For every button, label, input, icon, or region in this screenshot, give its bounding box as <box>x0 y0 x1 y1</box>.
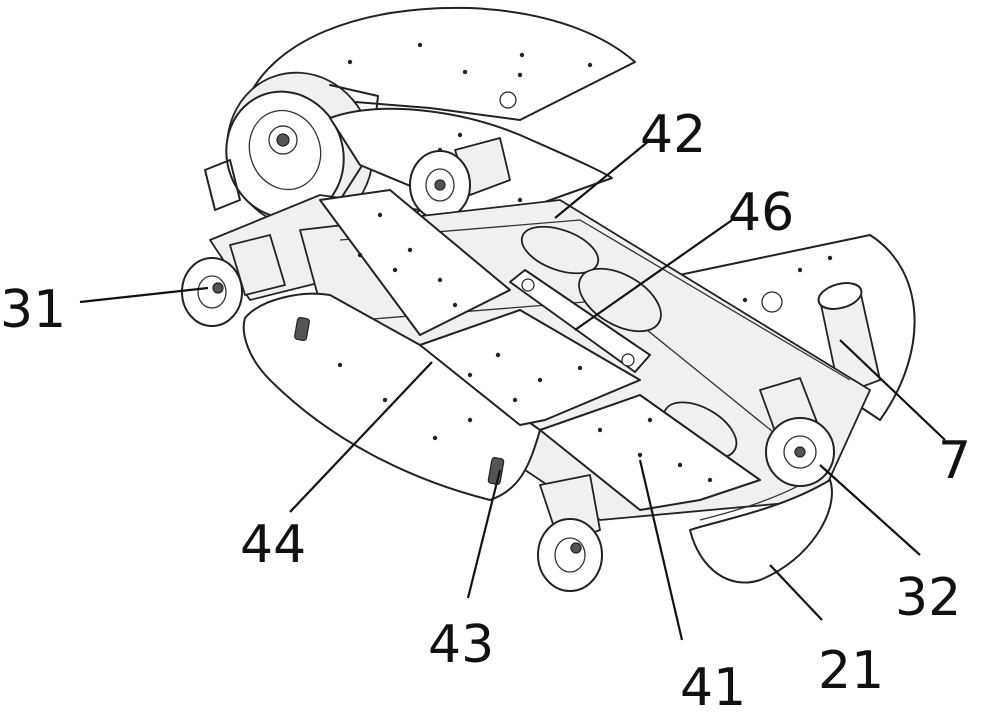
link-bar-46 <box>509 269 651 373</box>
callout-44: 44 <box>240 515 306 575</box>
mount-plate-41 <box>539 394 761 511</box>
callout-43: 43 <box>428 615 494 675</box>
lower-caster <box>537 474 603 592</box>
callout-42: 42 <box>640 105 706 165</box>
leader-7 <box>839 339 946 441</box>
leader-42 <box>554 139 651 219</box>
mount-plate-upper <box>319 189 511 336</box>
callout-21: 21 <box>818 641 884 701</box>
leader-44 <box>289 361 433 513</box>
leader-32 <box>819 464 921 556</box>
mount-plate-44 <box>419 309 641 426</box>
callout-46: 46 <box>728 183 794 243</box>
callout-32: 32 <box>895 568 961 628</box>
leader-43 <box>466 469 502 599</box>
callout-31: 31 <box>0 280 66 340</box>
leader-41 <box>638 459 684 641</box>
leader-21 <box>769 564 823 621</box>
leader-46 <box>574 217 736 331</box>
drive-wheel <box>225 71 379 229</box>
lower-base-plate <box>242 292 541 501</box>
upper-caster <box>409 137 511 220</box>
callout-41: 41 <box>680 658 746 713</box>
caster-31 <box>181 234 286 327</box>
caster-32 <box>759 377 835 487</box>
leader-lines <box>79 139 946 641</box>
callout-7: 7 <box>938 431 971 491</box>
callouts: 31 42 46 7 44 43 41 32 21 <box>0 105 971 713</box>
leader-31 <box>79 286 209 304</box>
